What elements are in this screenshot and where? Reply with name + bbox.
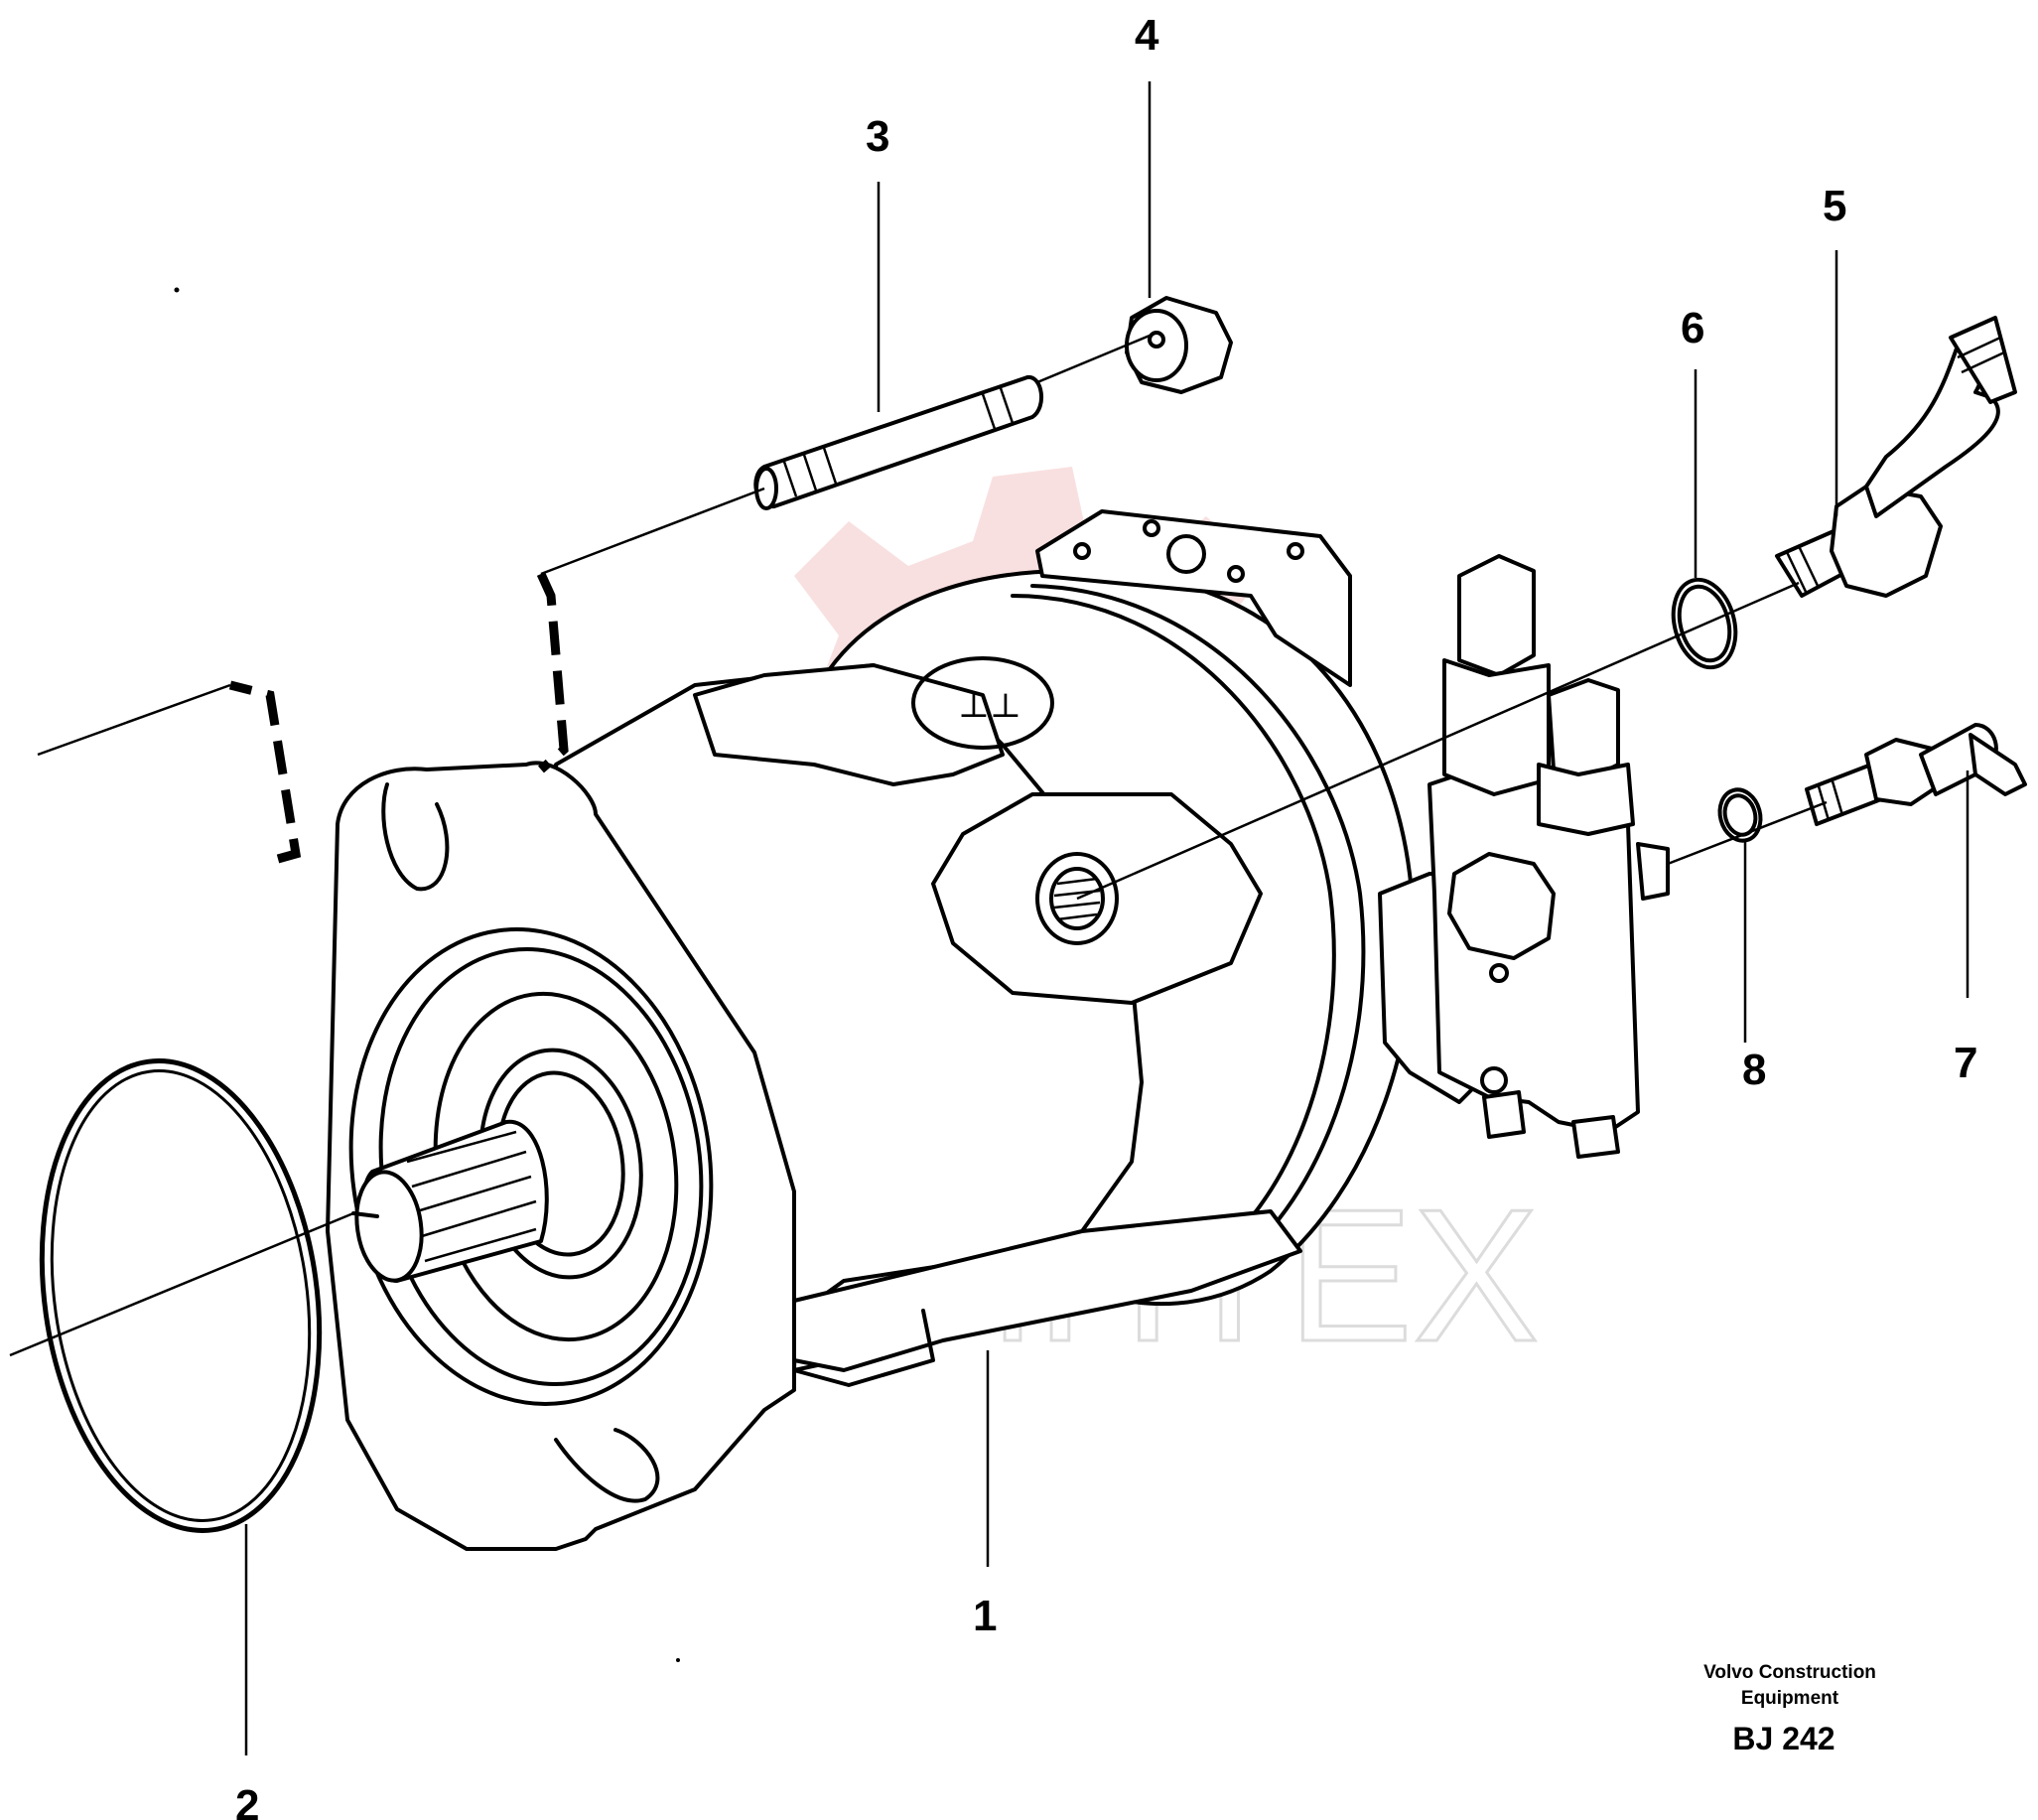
stud-bolt: [753, 375, 1044, 510]
callout-1: 1: [973, 1592, 997, 1640]
speck: [174, 287, 180, 293]
publisher-caption: Volvo Construction Equipment BJ 242: [1703, 1662, 1876, 1756]
speck: [676, 1658, 680, 1662]
callout-labels: 1 2 3 4 5 6 7 8: [235, 11, 1977, 1820]
callout-4: 4: [1135, 11, 1159, 60]
callout-5: 5: [1823, 182, 1846, 230]
control-valve-block: [1378, 554, 1670, 1159]
callout-8: 8: [1742, 1046, 1766, 1094]
elbow-fitting-7: [1805, 723, 2027, 826]
callout-6: 6: [1681, 304, 1704, 352]
callout-2: 2: [235, 1781, 259, 1820]
hydraulic-pump-body: ⊥⊥: [326, 509, 1416, 1551]
caption-equipment: Equipment: [1741, 1688, 1839, 1709]
caption-code: BJ 242: [1732, 1721, 1834, 1756]
flange-nut: [1125, 296, 1233, 394]
elbow-fitting-5: [1775, 316, 2017, 598]
o-ring-large: [39, 1058, 323, 1533]
callout-7: 7: [1954, 1039, 1977, 1087]
o-ring-6: [1671, 577, 1738, 670]
callout-3: 3: [866, 112, 889, 161]
logo-mark-icon: ⊥⊥: [958, 686, 1021, 726]
caption-company: Volvo Construction: [1703, 1662, 1876, 1683]
leader-lines: [9, 81, 1970, 1755]
